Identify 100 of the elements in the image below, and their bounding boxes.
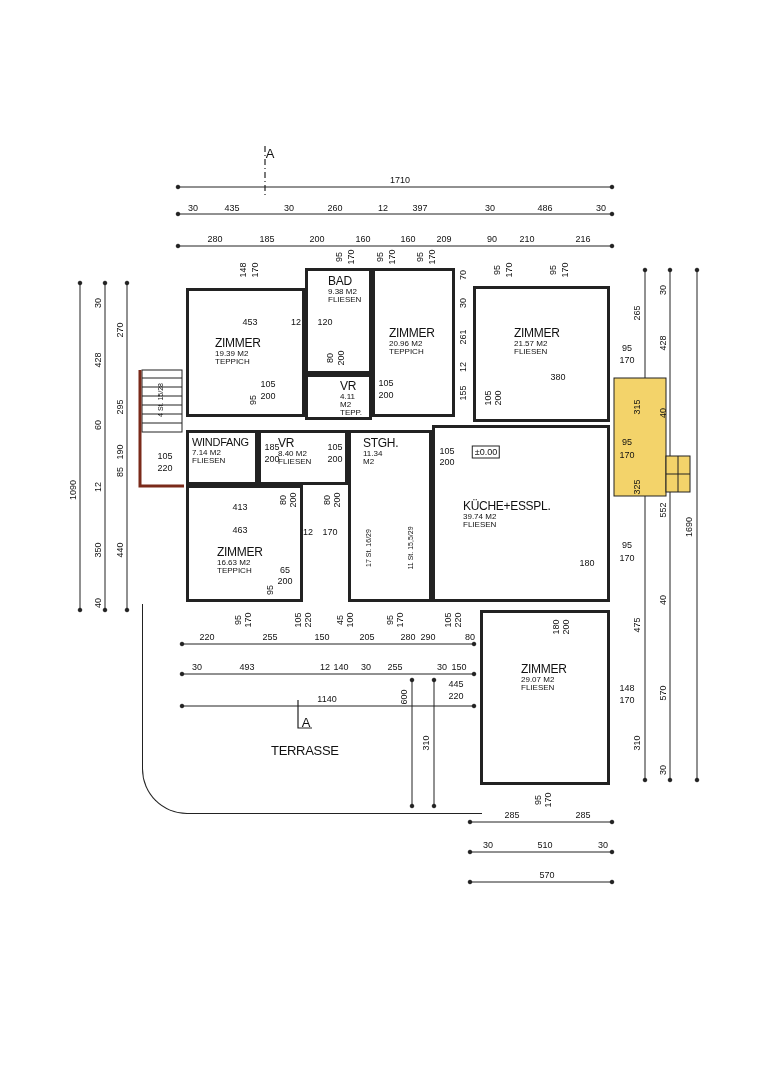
dimension-label: 493 [239, 662, 255, 672]
room-outline [186, 485, 303, 602]
dimension-label: 200 [336, 350, 346, 366]
dimension-label: 150 [451, 662, 467, 672]
dimension-label: 200 [493, 390, 503, 406]
dimension-label: 30 [188, 203, 198, 213]
room-outline [432, 425, 610, 602]
dimension-label: 95 [492, 265, 502, 275]
dimension-label: 200 [327, 454, 343, 464]
dimension-label: 85 [115, 467, 125, 477]
dimension-label: 220 [448, 691, 464, 701]
dimension-label: 105 [327, 442, 343, 452]
room-outline [258, 430, 348, 485]
level-mark: ±0.00 [471, 445, 501, 459]
dimension-label: 325 [632, 479, 642, 495]
dimension-label: 30 [192, 662, 202, 672]
room-outline [480, 610, 610, 785]
dimension-label: 12 [320, 662, 330, 672]
dimension-label: 148 [238, 262, 248, 278]
dimension-label: 1090 [68, 480, 78, 500]
dimension-label: 200 [309, 234, 325, 244]
dimension-label: 445 [448, 679, 464, 689]
dimension-label: 140 [333, 662, 349, 672]
dimension-label: 200 [561, 619, 571, 635]
dimension-label: 95 [375, 252, 385, 262]
dimension-label: 285 [504, 810, 520, 820]
dimension-label: 40 [658, 595, 668, 605]
room-name: ZIMMER [521, 663, 567, 676]
room-name: WINDFANG [192, 437, 249, 449]
dimension-label: 1140 [317, 694, 337, 704]
dimension-label: 170 [346, 249, 356, 265]
dimension-label: 380 [550, 372, 566, 382]
dimension-label: 280 [400, 632, 416, 642]
dimension-label: 30 [437, 662, 447, 672]
dimension-label: 170 [619, 355, 635, 365]
room-name: ZIMMER [514, 327, 560, 340]
dimension-label: 95 [385, 615, 395, 625]
dimension-label: 453 [242, 317, 258, 327]
room-area: 7.14 M2 FLIESEN [192, 448, 226, 466]
dimension-label: 45 [335, 615, 345, 625]
dimension-label: 95 [622, 437, 632, 447]
dimension-label: 40 [93, 598, 103, 608]
dimension-label: 220 [303, 612, 313, 628]
room-name: KÜCHE+ESSPL. [463, 500, 551, 513]
dimension-label: 150 [314, 632, 330, 642]
dimension-label: 160 [400, 234, 416, 244]
dimension-label: 95 [533, 795, 543, 805]
dimension-label: 90 [487, 234, 497, 244]
dimension-label: 486 [537, 203, 553, 213]
dimension-label: 210 [519, 234, 535, 244]
room-outline [348, 430, 432, 602]
dimension-label: 261 [458, 329, 468, 345]
dimension-label: 200 [288, 492, 298, 508]
room-area: 9.38 M2 FLIESEN [328, 287, 362, 305]
dimension-label: 30 [93, 298, 103, 308]
room-name: STGH. [363, 437, 399, 450]
dimension-label: 95 [622, 343, 632, 353]
dimension-label: 105 [157, 451, 173, 461]
dimension-label: 428 [658, 335, 668, 351]
dimension-label: 200 [277, 576, 293, 586]
dimension-label: 265 [632, 305, 642, 321]
dimension-label: 205 [359, 632, 375, 642]
dimension-label: 170 [250, 262, 260, 278]
dimension-label: 190 [115, 444, 125, 460]
dimension-label: 70 [458, 270, 468, 280]
dimension-label: 105 [439, 446, 455, 456]
dimension-label: 170 [619, 450, 635, 460]
dimension-label: 170 [619, 553, 635, 563]
room-outline [305, 268, 372, 374]
room-area: 39.74 M2 FLIESEN [463, 512, 497, 530]
dimension-label: 270 [115, 322, 125, 338]
dimension-label: 170 [619, 695, 635, 705]
dimension-label: 120 [317, 317, 333, 327]
dimension-label: 95 [548, 265, 558, 275]
dimension-label: 310 [421, 735, 431, 751]
dimension-label: 180 [579, 558, 595, 568]
dimension-label: 170 [395, 612, 405, 628]
dimension-label: 600 [399, 689, 409, 705]
dimension-label: 397 [412, 203, 428, 213]
dimension-label: 105 [443, 612, 453, 628]
dimension-label: 170 [243, 612, 253, 628]
dimension-label: 12 [303, 527, 313, 537]
room-name: BAD [328, 275, 352, 288]
dimension-label: 285 [575, 810, 591, 820]
dimension-label: 30 [598, 840, 608, 850]
section-mark: A [301, 715, 311, 729]
dimension-label: 220 [157, 463, 173, 473]
dimension-label: 185 [264, 442, 280, 452]
dimension-label: 170 [504, 262, 514, 278]
dimension-label: 105 [293, 612, 303, 628]
dimension-label: 413 [232, 502, 248, 512]
dimension-label: 105 [260, 379, 276, 389]
dimension-label: 170 [387, 249, 397, 265]
room-outline [473, 286, 610, 422]
dimension-label: 155 [458, 385, 468, 401]
dimension-label: 12 [458, 362, 468, 372]
room-outline [305, 374, 372, 420]
dimension-label: 290 [420, 632, 436, 642]
dimension-label: 216 [575, 234, 591, 244]
room-area: 8.40 M2 FLIESEN [278, 449, 312, 467]
